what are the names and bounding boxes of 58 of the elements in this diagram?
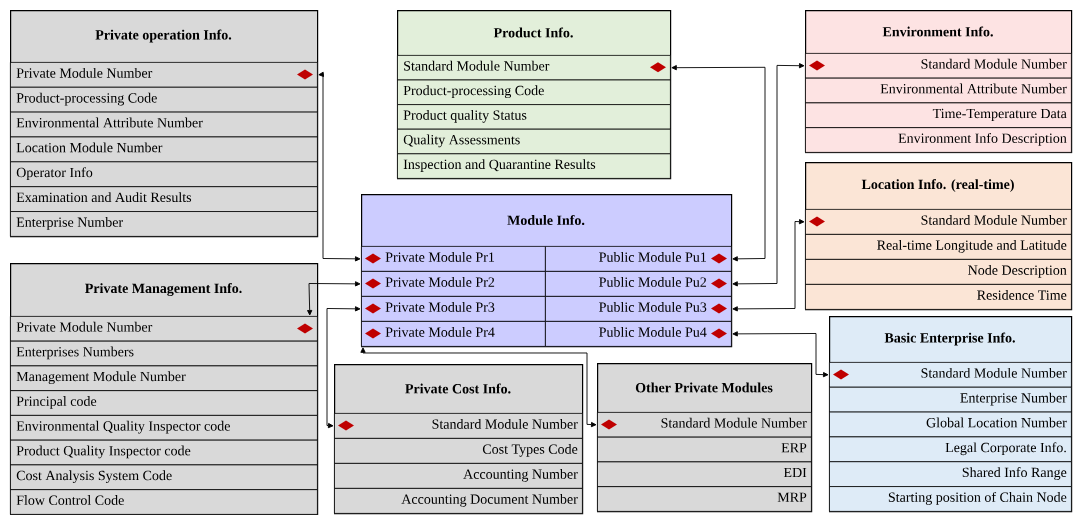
table-row: Accounting Document Number <box>334 488 583 514</box>
table-row: Standard Module Number <box>597 412 812 438</box>
table-row: Cost Analysis System Code <box>10 464 318 491</box>
table-row: Node Description <box>805 259 1072 285</box>
table-row: Flow Control Code <box>10 489 318 515</box>
table-row: Location Module Number <box>10 136 318 163</box>
connector-arrow <box>732 331 829 378</box>
table-row: Product-processing Code <box>10 86 318 113</box>
table-row: Management Module Number <box>10 365 318 392</box>
table-row: Private Module Pr3 <box>361 296 546 322</box>
connector-arrow <box>732 219 805 312</box>
table-row: Environmental Quality Inspector code <box>10 415 318 441</box>
table-row: Product-processing Code <box>397 79 671 105</box>
table-row: Principal code <box>10 390 318 416</box>
table-row: Cost Types Code <box>334 438 583 464</box>
table-row: MRP <box>597 486 812 512</box>
table-row: Product Quality Inspector code <box>10 439 318 466</box>
connector-arrow <box>671 65 766 262</box>
table-row: Quality Assessments <box>397 128 671 155</box>
connector-arrow <box>318 71 361 262</box>
table-row: Operator Info <box>10 161 318 188</box>
table-row: Residence Time <box>805 284 1072 310</box>
table-row: Private Module Number <box>10 316 318 342</box>
table-row: Public Module Pu2 <box>545 271 732 297</box>
table-row: Environmental Attribute Number <box>805 77 1072 104</box>
table-row: Enterprises Numbers <box>10 340 318 367</box>
table-row: Product quality Status <box>397 104 671 130</box>
table-row: Private Module Pr4 <box>361 321 546 347</box>
table-row: Legal Corporate Info. <box>829 436 1072 463</box>
connector-arrow <box>732 63 805 287</box>
connector-arrow <box>307 281 361 316</box>
table-row: EDI <box>597 461 812 488</box>
table-row: Standard Module Number <box>397 55 671 81</box>
table-row: Enterprise Number <box>10 211 318 237</box>
table-row: Private Module Pr2 <box>361 271 546 297</box>
table-row: Standard Module Number <box>805 53 1072 79</box>
table-row: Environment Info Description <box>805 127 1072 153</box>
connector-arrow <box>326 306 361 429</box>
table-row: Private Module Number <box>10 62 318 88</box>
table-row: Enterprise Number <box>829 386 1072 413</box>
table-row: Inspection and Quarantine Results <box>397 153 671 179</box>
table-row: Starting position of Chain Node <box>829 486 1072 512</box>
table-row: Environmental Attribute Number <box>10 111 318 138</box>
table-row: Global Location Number <box>829 411 1072 438</box>
table-row: Examination and Audit Results <box>10 186 318 212</box>
table-row: Time-Temperature Data <box>805 102 1072 129</box>
table-row: ERP <box>597 436 812 463</box>
table-row: Public Module Pu3 <box>545 296 732 322</box>
table-row: Standard Module Number <box>829 362 1072 388</box>
table-row: Private Module Pr1 <box>361 246 546 272</box>
connector-arrow <box>360 347 597 428</box>
table-row: Standard Module Number <box>805 209 1072 235</box>
table-row: Standard Module Number <box>334 413 583 439</box>
table-row: Real-time Longitude and Latitude <box>805 234 1072 260</box>
table-row: Public Module Pu1 <box>545 246 732 272</box>
table-row: Accounting Number <box>334 463 583 489</box>
table-row: Public Module Pu4 <box>545 321 732 347</box>
table-row: Shared Info Range <box>829 461 1072 487</box>
